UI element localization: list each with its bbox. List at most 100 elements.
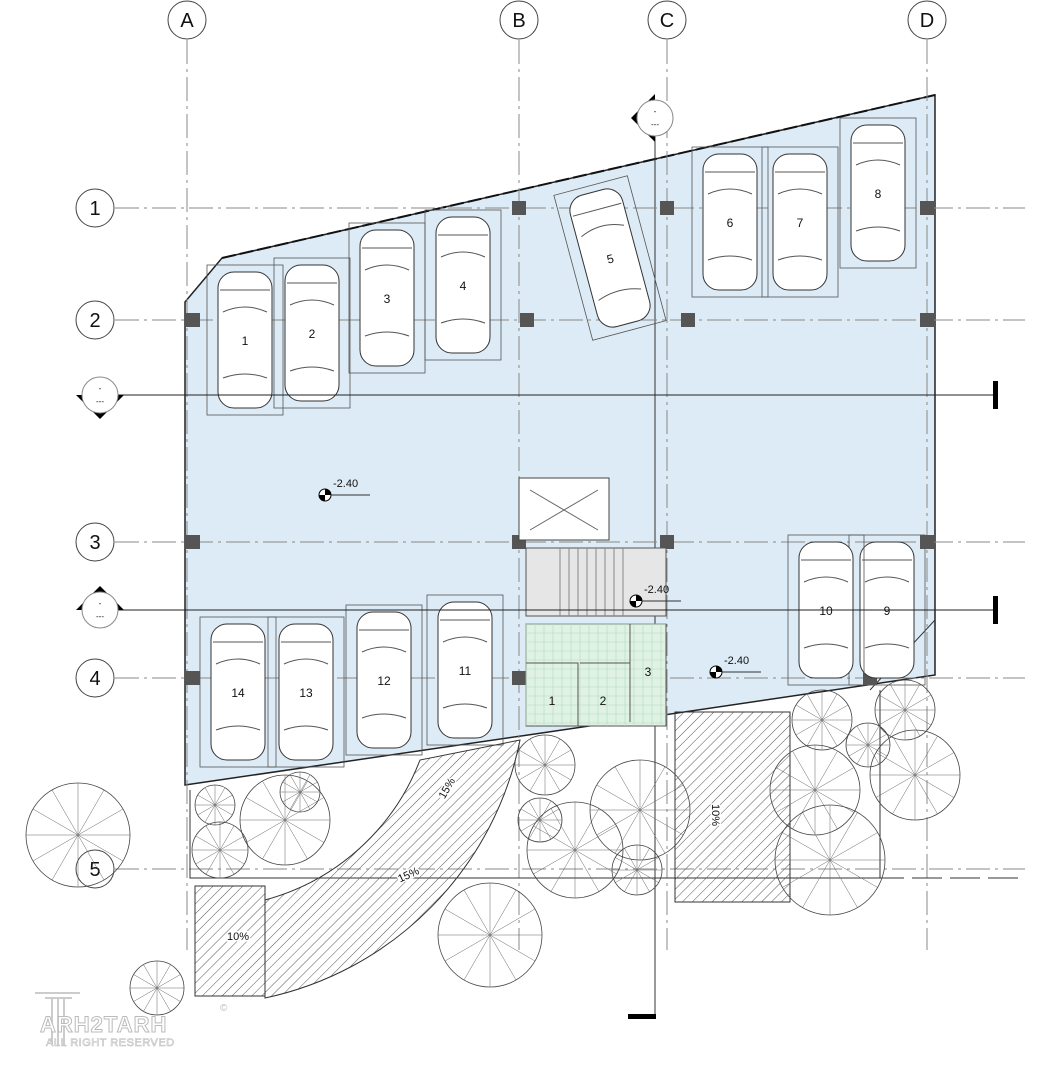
room-walls (526, 624, 631, 726)
tree-icon (129, 960, 185, 1016)
parking-label: 11 (459, 664, 472, 678)
parking-label: 5 (605, 251, 615, 266)
tree-branch (889, 683, 906, 711)
car-icon (356, 611, 412, 749)
grid-bubble (907, 0, 947, 40)
tree-branch (284, 819, 325, 843)
tree-icon (869, 729, 961, 821)
tree-branch (204, 804, 216, 823)
tree-icon (774, 804, 886, 916)
tree-branch (299, 791, 318, 803)
structural-column (512, 201, 526, 215)
structural-column (920, 535, 934, 549)
tree-branch (520, 808, 541, 821)
watermark-brand: ARH2TARH (39, 1012, 168, 1038)
grid-column-A: A (167, 0, 207, 950)
tree-branch (489, 934, 536, 962)
tree-branch (574, 849, 617, 875)
car-icon (569, 188, 651, 328)
parking-bay (273, 257, 351, 409)
elevation-label: -2.40 (644, 584, 669, 596)
parking-label: 4 (460, 279, 467, 293)
tree-branch (289, 774, 301, 793)
tree-icon (191, 821, 249, 879)
grid-label: A (180, 10, 194, 32)
grid-bubble (75, 849, 115, 889)
tree-branch (639, 809, 684, 836)
car-icon (702, 153, 758, 291)
tree-branch (795, 719, 823, 736)
tree-branch (539, 819, 560, 832)
car-icon (210, 623, 266, 761)
curved-ramp (264, 739, 521, 999)
tree-branch (214, 794, 233, 806)
tree-branch (636, 857, 659, 871)
tree-branch (539, 800, 552, 821)
parking-bay (839, 117, 917, 269)
tree-branch (539, 808, 560, 821)
parking-label: 6 (727, 216, 734, 230)
tree-branch (814, 750, 838, 791)
car-icon (284, 264, 340, 402)
tree-branch (544, 749, 572, 766)
grid-bubble (75, 300, 115, 340)
section-top: - (99, 599, 102, 608)
tree-branch (195, 835, 221, 851)
straight-ramp (674, 711, 791, 903)
elevation-marker: -2.40 (318, 478, 370, 502)
tree-branch (489, 908, 536, 936)
section-bubble (636, 99, 674, 137)
structural-column (920, 201, 934, 215)
car-windshield (775, 171, 825, 261)
tree-branch (533, 825, 576, 851)
tree-branch (829, 832, 878, 861)
elevation-marker: -2.40 (629, 584, 681, 608)
section-bottom: --- (96, 612, 104, 621)
tree-branch (77, 808, 124, 836)
structural-column (660, 201, 674, 215)
level-icon-fill (319, 489, 331, 501)
tree-branch (878, 694, 906, 711)
grid-label: D (920, 10, 934, 32)
parking-bay (553, 175, 667, 341)
tree-branch (518, 749, 546, 766)
tree-icon (194, 784, 236, 826)
grid-bubble (647, 0, 687, 40)
tree-branch (867, 733, 888, 746)
tree-branch (904, 694, 932, 711)
parking-space-13: 13 (267, 616, 345, 768)
tree-branch (806, 719, 823, 747)
grid-label: 1 (89, 198, 100, 220)
room-label-3: 3 (645, 665, 652, 679)
structural-column (186, 671, 200, 685)
level-icon-fill (630, 595, 642, 607)
structural-column (186, 535, 200, 549)
tree-branch (792, 750, 816, 791)
parking-label: 12 (377, 674, 391, 688)
tree-branch (814, 767, 855, 791)
parking-space-1: 1 (206, 264, 284, 416)
boundary-line (221, 94, 936, 259)
parking-space-3: 3 (348, 222, 426, 374)
tree-branch (821, 719, 838, 747)
car-windshield (220, 289, 270, 379)
section-end (993, 381, 998, 409)
grid-label: B (512, 10, 525, 32)
tree-branch (245, 797, 286, 821)
tree-branch (875, 774, 916, 798)
tree-branch (867, 744, 880, 765)
tree-branch (821, 704, 849, 721)
section-bubble (81, 591, 119, 629)
tree-branch (639, 809, 666, 854)
tree-branch (539, 819, 552, 840)
structural-column (186, 313, 200, 327)
tree-branch (775, 789, 816, 813)
parking-label: 2 (309, 327, 316, 341)
grid-bubble (75, 188, 115, 228)
tree-branch (802, 859, 831, 908)
tree-branch (282, 791, 301, 803)
car-windshield (362, 247, 412, 337)
grid-column-B: B (499, 0, 539, 950)
parking-space-4: 4 (424, 209, 502, 361)
tree-branch (156, 987, 181, 1002)
